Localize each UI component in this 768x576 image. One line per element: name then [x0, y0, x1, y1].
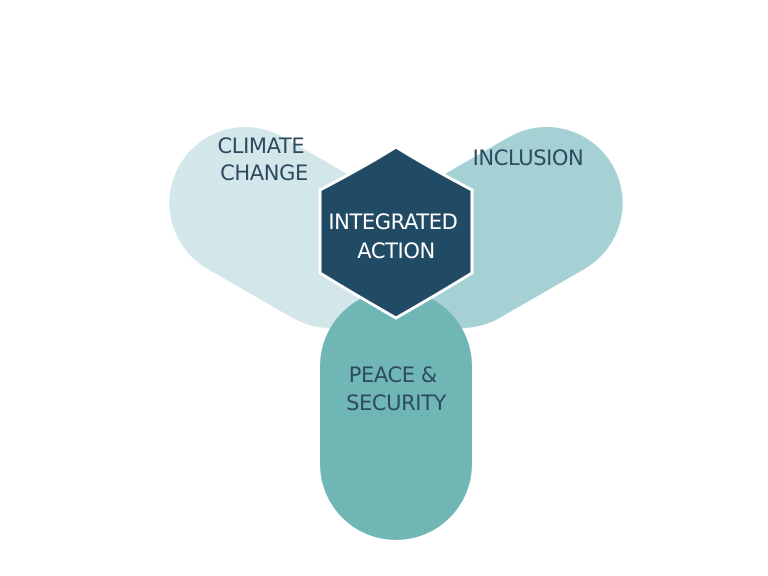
- center-integrated-action: [318, 145, 474, 320]
- label-inclusion: INCLUSION: [473, 146, 584, 170]
- petal-peace-security: [320, 290, 472, 540]
- label-integrated-action: INTEGRATED ACTION: [328, 210, 463, 263]
- label-peace-security: PEACE & SECURITY: [346, 363, 446, 415]
- label-climate-change: CLIMATE CHANGE: [218, 134, 311, 185]
